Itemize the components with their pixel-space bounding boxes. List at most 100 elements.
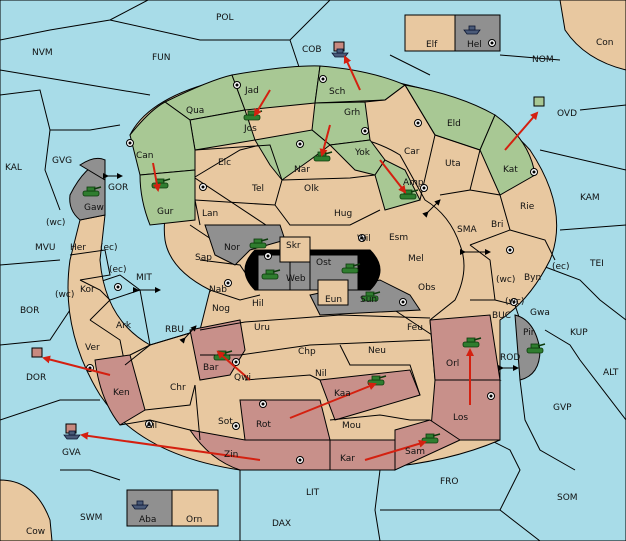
label-wc4: (wc) <box>505 297 524 307</box>
label-Chp: Chp <box>298 347 316 357</box>
label-Gwa: Gwa <box>530 308 550 318</box>
label-Gur: Gur <box>157 207 174 217</box>
label-wc3: (wc) <box>496 275 515 285</box>
connections <box>103 173 519 371</box>
label-Sam: Sam <box>405 447 425 457</box>
label-Ail: Ail <box>146 421 157 431</box>
label-Obs: Obs <box>418 283 436 293</box>
label-Orn: Orn <box>186 515 202 525</box>
label-Nar: Nar <box>294 165 310 175</box>
label-OVD: OVD <box>557 109 577 119</box>
label-Ark: Ark <box>116 321 132 331</box>
label-ROD: ROD <box>500 353 520 363</box>
units <box>31 25 546 510</box>
label-Skr: Skr <box>286 241 301 251</box>
label-Zin: Zin <box>224 450 238 460</box>
label-BUC: BUC <box>492 311 511 321</box>
label-Pir: Pir <box>523 328 535 338</box>
label-Qwi: Qwi <box>234 373 251 383</box>
label-Elc: Elc <box>218 158 231 168</box>
label-Amp: Amp <box>403 178 424 188</box>
label-Chr: Chr <box>170 383 186 393</box>
label-Hel: Hel <box>467 40 482 50</box>
label-Orl: Orl <box>446 359 459 369</box>
label-Aba: Aba <box>139 515 156 525</box>
label-Uta: Uta <box>445 159 461 169</box>
label-ec2: (ec) <box>109 265 127 275</box>
label-MVU: MVU <box>35 243 56 253</box>
label-SWM: SWM <box>80 513 102 523</box>
label-Kaa: Kaa <box>334 389 351 399</box>
label-BOR: BOR <box>20 306 39 316</box>
label-GVP: GVP <box>553 403 572 413</box>
label-Esm: Esm <box>389 233 408 243</box>
label-COB: COB <box>302 45 322 55</box>
label-DOR: DOR <box>26 373 46 383</box>
label-Jad: Jad <box>244 86 259 96</box>
label-Grh: Grh <box>344 108 360 118</box>
order-arrows <box>42 55 539 461</box>
label-SOM: SOM <box>557 493 578 503</box>
label-Nab: Nab <box>209 285 227 295</box>
label-Los: Los <box>453 413 468 423</box>
label-Rie: Rie <box>520 202 535 212</box>
label-GVA: GVA <box>62 448 82 458</box>
label-Nil: Nil <box>315 369 327 379</box>
label-Sap: Sap <box>195 253 212 263</box>
label-RBU: RBU <box>165 325 184 335</box>
label-Nog: Nog <box>212 304 230 314</box>
label-NVM: NVM <box>32 48 53 58</box>
label-Neu: Neu <box>368 346 386 356</box>
label-Hug: Hug <box>334 209 352 219</box>
label-Bar: Bar <box>203 363 219 373</box>
label-FUN: FUN <box>152 53 171 63</box>
label-Car: Car <box>404 147 420 157</box>
label-TEI: TEI <box>589 259 604 269</box>
label-ec3: (ec) <box>552 262 570 272</box>
label-KUP: KUP <box>570 328 588 338</box>
label-GVG: GVG <box>52 156 72 166</box>
label-DAX: DAX <box>272 519 291 529</box>
label-NOM: NOM <box>532 55 554 65</box>
label-Elf: Elf <box>426 40 438 50</box>
label-Ken: Ken <box>113 388 130 398</box>
label-Wil: Wil <box>357 234 371 244</box>
label-Con: Con <box>596 38 614 48</box>
label-Her: Her <box>70 243 86 253</box>
label-KAL: KAL <box>5 163 22 173</box>
label-Kar: Kar <box>340 454 355 464</box>
label-GOR: GOR <box>108 183 128 193</box>
label-ALT: ALT <box>603 368 619 378</box>
label-LIT: LIT <box>306 488 320 498</box>
label-Mou: Mou <box>342 421 361 431</box>
label-FRO: FRO <box>440 477 459 487</box>
label-wc2: (wc) <box>55 290 74 300</box>
label-Mel: Mel <box>408 254 424 264</box>
label-SMA: SMA <box>457 225 477 235</box>
province-labels: POL NVM FUN COB NOM Con Elf Hel OVD KAL … <box>5 13 619 537</box>
label-Yok: Yok <box>354 148 371 158</box>
label-Sot: Sot <box>218 417 233 427</box>
label-Rot: Rot <box>256 420 271 430</box>
label-Sun: Sun <box>360 295 377 305</box>
label-wc1: (wc) <box>46 218 65 228</box>
label-Feu: Feu <box>407 323 423 333</box>
label-Bri: Bri <box>491 220 503 230</box>
label-Ost: Ost <box>316 258 332 268</box>
label-Nor: Nor <box>224 243 240 253</box>
label-Eld: Eld <box>447 119 461 129</box>
label-POL: POL <box>216 13 234 23</box>
label-KAM: KAM <box>580 193 600 203</box>
label-Lan: Lan <box>202 209 218 219</box>
label-Uru: Uru <box>254 323 270 333</box>
label-Can: Can <box>136 151 154 161</box>
label-Kat: Kat <box>503 165 518 175</box>
label-Web: Web <box>286 274 306 284</box>
label-Hil: Hil <box>252 299 264 309</box>
label-Ver: Ver <box>85 343 100 353</box>
label-Olk: Olk <box>304 184 320 194</box>
label-Qua: Qua <box>186 106 204 116</box>
label-Jos: Jos <box>243 124 257 134</box>
label-Gaw: Gaw <box>84 203 104 213</box>
